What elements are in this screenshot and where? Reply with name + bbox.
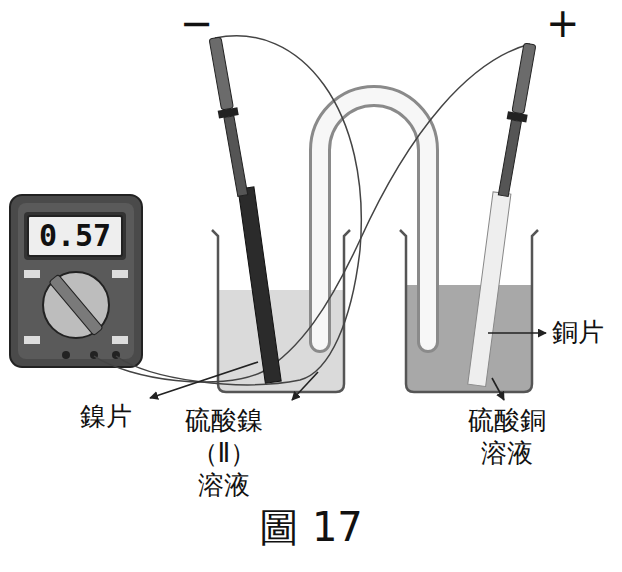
leader-arrow	[492, 378, 504, 400]
left-beaker	[212, 230, 350, 392]
part-label: 鎳片	[80, 400, 132, 433]
multimeter	[10, 195, 142, 367]
meter-display: 0.57	[27, 215, 123, 257]
polarity-sign: +	[546, 0, 580, 48]
probe	[493, 42, 539, 197]
wire	[116, 36, 361, 385]
meter-reading: 0.57	[39, 221, 111, 251]
polarity-sign: −	[180, 0, 214, 48]
right-beaker	[400, 230, 538, 392]
probe	[205, 36, 252, 197]
part-label: 硫酸鎳（Ⅱ） 溶液	[185, 404, 263, 502]
nickel-strip	[238, 187, 281, 383]
figure-caption: 圖 17	[259, 500, 363, 555]
leader-arrow	[292, 372, 318, 400]
part-label: 硫酸銅 溶液	[468, 404, 546, 469]
copper-strip	[468, 192, 511, 387]
part-label: 銅片	[552, 316, 604, 349]
wire	[94, 44, 530, 382]
leader-arrow	[150, 362, 258, 398]
leader-arrow	[488, 332, 546, 334]
salt-bridge	[320, 96, 428, 342]
